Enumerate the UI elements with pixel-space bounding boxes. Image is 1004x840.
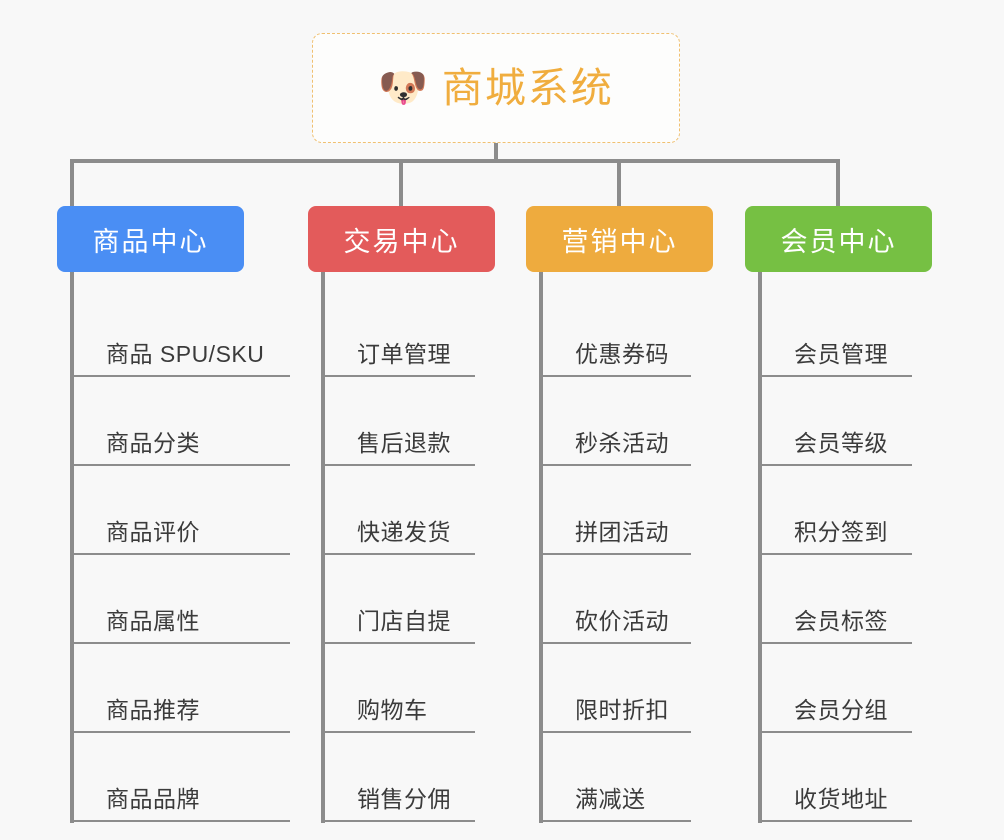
leaf-label: 商品属性 [106, 608, 200, 634]
leaf-label: 秒杀活动 [575, 430, 669, 456]
leaf-item[interactable]: 满减送 [541, 735, 713, 824]
leaf-underline [72, 464, 290, 466]
leaf-item[interactable]: 商品属性 [72, 557, 290, 646]
leaf-label: 售后退款 [357, 430, 451, 456]
leaf-label: 商品推荐 [106, 697, 200, 723]
leaf-underline [72, 375, 290, 377]
leaf-underline [323, 553, 475, 555]
leaf-label: 满减送 [575, 786, 646, 812]
leaf-underline [323, 464, 475, 466]
branch-member-center: 会员中心会员管理会员等级积分签到会员标签会员分组收货地址 [745, 206, 932, 824]
leaf-underline [760, 731, 912, 733]
leaf-label: 限时折扣 [575, 697, 669, 723]
leaf-label: 会员分组 [794, 697, 888, 723]
leaf-label: 优惠券码 [575, 341, 669, 367]
leaf-label: 收货地址 [794, 786, 888, 812]
leaf-item[interactable]: 商品评价 [72, 468, 290, 557]
branch-trade-center: 交易中心订单管理售后退款快递发货门店自提购物车销售分佣 [308, 206, 495, 824]
leaf-item[interactable]: 拼团活动 [541, 468, 713, 557]
leaf-list-trade-center: 订单管理售后退款快递发货门店自提购物车销售分佣 [323, 290, 495, 824]
root-title: 商城系统 [441, 64, 614, 111]
leaf-label: 砍价活动 [575, 608, 669, 634]
leaf-label: 会员等级 [794, 430, 888, 456]
leaf-item[interactable]: 商品 SPU/SKU [72, 290, 290, 379]
leaf-item[interactable]: 限时折扣 [541, 646, 713, 735]
leaf-item[interactable]: 会员管理 [760, 290, 932, 379]
leaf-underline [323, 375, 475, 377]
leaf-label: 拼团活动 [575, 519, 669, 545]
leaf-underline [323, 642, 475, 644]
leaf-label: 商品品牌 [106, 786, 200, 812]
branch-product-center: 商品中心商品 SPU/SKU 商品分类商品评价商品属性商品推荐商品品牌 [57, 206, 290, 824]
leaf-item[interactable]: 销售分佣 [323, 735, 495, 824]
leaf-underline [323, 820, 475, 822]
leaf-item[interactable]: 秒杀活动 [541, 379, 713, 468]
leaf-item[interactable]: 会员等级 [760, 379, 932, 468]
branch-header-trade-center[interactable]: 交易中心 [308, 206, 495, 272]
leaf-item[interactable]: 会员分组 [760, 646, 932, 735]
leaf-label: 商品评价 [106, 519, 200, 545]
leaf-underline [760, 820, 912, 822]
leaf-underline [541, 642, 691, 644]
leaf-underline [541, 820, 691, 822]
leaf-underline [72, 820, 290, 822]
leaf-label: 会员标签 [794, 608, 888, 634]
leaf-underline [760, 375, 912, 377]
leaf-label: 快递发货 [357, 519, 451, 545]
branch-marketing-center: 营销中心优惠券码秒杀活动拼团活动砍价活动限时折扣满减送 [526, 206, 713, 824]
leaf-label: 购物车 [357, 697, 428, 723]
leaf-item[interactable]: 会员标签 [760, 557, 932, 646]
leaf-item[interactable]: 门店自提 [323, 557, 495, 646]
leaf-item[interactable]: 优惠券码 [541, 290, 713, 379]
leaf-underline [541, 553, 691, 555]
leaf-underline [72, 553, 290, 555]
dog-face-icon: 🐶 [378, 66, 428, 110]
leaf-item[interactable]: 快递发货 [323, 468, 495, 557]
leaf-underline [541, 375, 691, 377]
leaf-label: 会员管理 [794, 341, 888, 367]
branch-header-product-center[interactable]: 商品中心 [57, 206, 244, 272]
leaf-label: 销售分佣 [357, 786, 451, 812]
leaf-underline [541, 464, 691, 466]
leaf-label: 门店自提 [357, 608, 451, 634]
leaf-underline [760, 464, 912, 466]
root-node[interactable]: 🐶 商城系统 [312, 33, 680, 143]
leaf-item[interactable]: 商品品牌 [72, 735, 290, 824]
leaf-item[interactable]: 收货地址 [760, 735, 932, 824]
leaf-list-product-center: 商品 SPU/SKU 商品分类商品评价商品属性商品推荐商品品牌 [72, 290, 290, 824]
leaf-underline [72, 731, 290, 733]
leaf-underline [760, 553, 912, 555]
leaf-item[interactable]: 商品分类 [72, 379, 290, 468]
leaf-underline [323, 731, 475, 733]
leaf-underline [541, 731, 691, 733]
leaf-list-member-center: 会员管理会员等级积分签到会员标签会员分组收货地址 [760, 290, 932, 824]
branch-header-member-center[interactable]: 会员中心 [745, 206, 932, 272]
leaf-underline [760, 642, 912, 644]
leaf-item[interactable]: 商品推荐 [72, 646, 290, 735]
leaf-item[interactable]: 订单管理 [323, 290, 495, 379]
leaf-item[interactable]: 售后退款 [323, 379, 495, 468]
leaf-label: 商品 SPU/SKU [106, 341, 265, 367]
leaf-item[interactable]: 积分签到 [760, 468, 932, 557]
leaf-label: 订单管理 [357, 341, 451, 367]
leaf-item[interactable]: 购物车 [323, 646, 495, 735]
leaf-label: 商品分类 [106, 430, 200, 456]
branch-header-marketing-center[interactable]: 营销中心 [526, 206, 713, 272]
leaf-underline [72, 642, 290, 644]
leaf-label: 积分签到 [794, 519, 888, 545]
leaf-list-marketing-center: 优惠券码秒杀活动拼团活动砍价活动限时折扣满减送 [541, 290, 713, 824]
leaf-item[interactable]: 砍价活动 [541, 557, 713, 646]
